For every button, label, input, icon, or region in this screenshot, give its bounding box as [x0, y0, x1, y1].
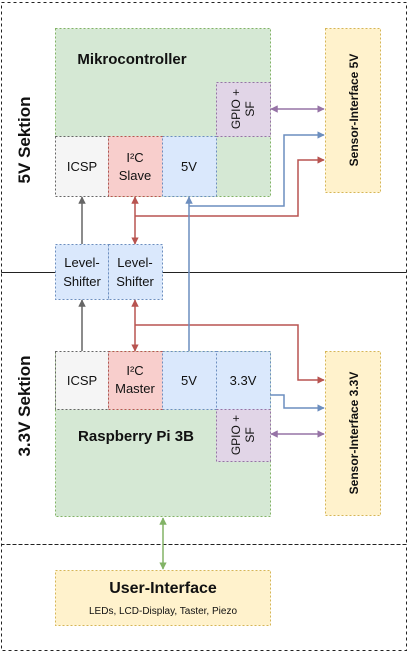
- mcu-i2c-slave-port: [108, 136, 163, 197]
- power-3v3-arrow-to-sensor-33v: [270, 394, 325, 412]
- sensor-interface-33v-label: Sensor-Interface 3.3V: [347, 372, 361, 495]
- rpi-3v3-label: 3.3V: [230, 373, 257, 388]
- mcu-5v-label: 5V: [181, 159, 197, 174]
- mcu-gpio-label-2: SF: [243, 101, 257, 116]
- rpi-5v-label: 5V: [181, 373, 197, 388]
- mcu-i2c-label-1: I²C: [126, 150, 143, 165]
- level-shifter-1: [55, 244, 109, 300]
- user-interface-block: [55, 570, 271, 626]
- level-shifter-1-label-1: Level-: [64, 255, 99, 270]
- i2c-arrow-to-sensor-5v: [135, 156, 325, 217]
- rpi-i2c-label-1: I²C: [126, 363, 143, 378]
- mcu-gpio-label-1: GPIO +: [229, 89, 243, 129]
- level-shifter-2-label-1: Level-: [117, 255, 152, 270]
- mcu-title: Mikrocontroller: [77, 51, 186, 68]
- section-ui-frame: [1, 544, 407, 651]
- section-label-33v: 3.3V Sektion: [15, 355, 34, 456]
- rpi-title: Raspberry Pi 3B: [78, 428, 194, 445]
- rpi-icsp-port: [55, 351, 109, 410]
- section-5v-frame: [1, 2, 407, 273]
- rpi-i2c-master-port: [108, 351, 163, 410]
- i2c-arrow-to-sensor-33v: [135, 324, 325, 384]
- rpi-icsp-label: ICSP: [67, 373, 97, 388]
- sensor-interface-5v-label: Sensor-Interface 5V: [347, 54, 361, 167]
- rpi-3v3-port: [216, 351, 271, 410]
- sensor-interface-5v-block: [325, 28, 381, 193]
- rpi-i2c-label-2: Master: [115, 381, 155, 396]
- level-shifter-1-label-2: Shifter: [63, 274, 101, 289]
- mcu-icsp-port: [55, 136, 109, 197]
- power-5v-arrow-to-sensor-5v: [189, 131, 325, 207]
- rpi-gpio-port: [216, 409, 271, 462]
- section-33v-frame: [1, 272, 407, 545]
- rpi-5v-port: [162, 351, 217, 410]
- user-interface-title: User-Interface: [109, 580, 217, 597]
- mcu-icsp-label: ICSP: [67, 159, 97, 174]
- section-label-5v: 5V Sektion: [15, 97, 34, 184]
- rpi-gpio-label-1: GPIO +: [229, 415, 243, 455]
- mcu-i2c-label-2: Slave: [119, 168, 152, 183]
- level-shifter-2: [108, 244, 163, 300]
- level-shifter-2-label-2: Shifter: [116, 274, 154, 289]
- rpi-gpio-label-2: SF: [243, 427, 257, 442]
- user-interface-subtitle: LEDs, LCD-Display, Taster, Piezo: [89, 606, 237, 617]
- sensor-interface-33v-block: [325, 351, 381, 516]
